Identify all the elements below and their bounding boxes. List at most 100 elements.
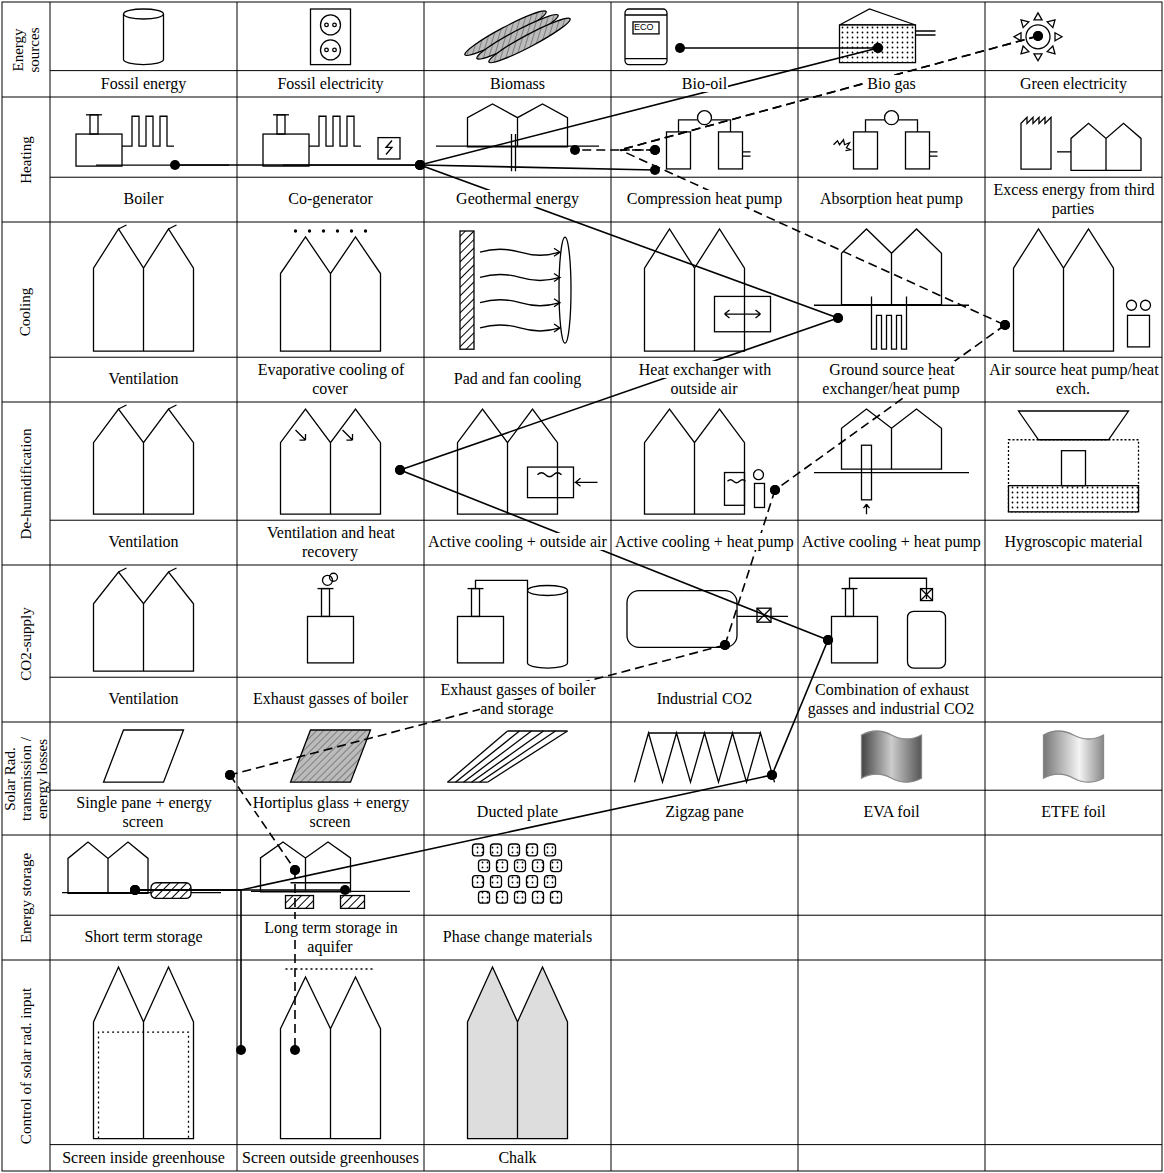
- cell-label: Co-generator: [287, 190, 373, 207]
- cell-label: Screen outside greenhouses: [241, 1149, 420, 1166]
- table-cell: Phase change materials: [424, 835, 611, 960]
- cell-icon: [94, 568, 194, 671]
- cell-icon: [645, 229, 771, 351]
- table-cell: Exhaust gasses of boiler and storage: [424, 565, 611, 722]
- connector: [400, 470, 828, 640]
- row-header: Control of solar rad. input: [2, 963, 50, 1168]
- cell-label: Air source heat pump/heat exch.: [988, 361, 1158, 396]
- table-cell: Fossil electricity: [237, 2, 424, 97]
- table-cell: Boiler: [50, 97, 237, 222]
- cell-label: Biomass: [489, 75, 546, 92]
- cell-icon: [458, 409, 598, 514]
- table-cell: Green electricity: [985, 2, 1162, 97]
- row-header: CO2-supply: [2, 568, 50, 719]
- joint-dot: [770, 485, 780, 495]
- joint-dot: [720, 640, 730, 650]
- cell-label: Long term storage in aquifer: [263, 919, 398, 954]
- connector: [620, 150, 1005, 325]
- table-cell: Active cooling + heat pump: [611, 402, 798, 565]
- cell-label: Active cooling + heat pump: [801, 533, 982, 550]
- joint-dot: [770, 485, 780, 495]
- table-cell: Screen outside greenhouses: [237, 960, 424, 1171]
- joint-dot: [1000, 320, 1010, 330]
- connector: [230, 645, 725, 775]
- cell-icon: [1014, 229, 1151, 351]
- table-cell: Single pane + energy screen: [50, 722, 237, 835]
- cell-icon: [311, 9, 351, 65]
- cell-label: Geothermal energy: [455, 190, 580, 207]
- joint-dot: [415, 160, 425, 170]
- joint-dot: [833, 313, 843, 323]
- cell-icon: [1009, 411, 1139, 512]
- table-cell: Pad and fan cooling: [424, 222, 611, 402]
- cell-icon: [94, 405, 194, 514]
- joint-dot: [720, 640, 730, 650]
- row-header: Solar Rad. transmission / energy losses: [2, 725, 50, 832]
- joint-dot: [1033, 31, 1043, 41]
- table-cell: Long term storage in aquifer: [237, 835, 424, 960]
- cell-label: Boiler: [123, 190, 165, 207]
- row-header: Cooling: [2, 225, 50, 399]
- cell-icon: [251, 842, 410, 908]
- cell-icon: [862, 731, 922, 782]
- cell-label: Absorption heat pump: [819, 190, 964, 207]
- cell-icon: [1044, 731, 1104, 782]
- table-cell: Ventilation: [50, 565, 237, 722]
- joint-dot: [873, 43, 883, 53]
- table-cell: Excess energy from third parties: [985, 97, 1162, 222]
- connector: [680, 47, 878, 49]
- joint-dot: [290, 865, 300, 875]
- cell-icon: [834, 111, 938, 169]
- table-cell: Absorption heat pump: [798, 97, 985, 222]
- table-cell: Ground source heat exchanger/heat pump: [798, 222, 985, 402]
- cell-icon: [263, 115, 416, 166]
- cell-icon: [436, 104, 599, 171]
- joint-dot: [675, 43, 685, 53]
- connector: [420, 48, 878, 165]
- cell-label: Heat exchanger with outside air: [638, 361, 771, 396]
- joint-dot: [767, 770, 777, 780]
- cell-icon: [645, 409, 765, 514]
- joint-dot: [873, 43, 883, 53]
- joint-dot: [823, 635, 833, 645]
- joint-dot: [1033, 31, 1043, 41]
- connector: [135, 775, 772, 890]
- joint-dot: [833, 313, 843, 323]
- joint-dot: [415, 160, 425, 170]
- connector: [575, 36, 1038, 150]
- cell-label: Ventilation: [107, 533, 179, 550]
- row-header: Heating: [2, 100, 50, 219]
- cell-label: Fossil energy: [100, 75, 187, 92]
- cell-label: Short term storage: [83, 928, 203, 945]
- table-cell: Fossil energy: [50, 2, 237, 97]
- table-cell: Co-generator: [237, 97, 424, 222]
- joint-dot: [130, 885, 140, 895]
- cell-icon: [814, 409, 969, 514]
- connector: [175, 164, 420, 166]
- joint-dot: [395, 465, 405, 475]
- cell-icon: [832, 578, 946, 668]
- joint-dot: [130, 885, 140, 895]
- table-cell: Ventilation: [50, 222, 237, 402]
- table-cell: Screen inside greenhouse: [50, 960, 237, 1171]
- cell-label: Active cooling + outside air: [427, 533, 608, 550]
- cell-label: Compression heat pump: [626, 190, 784, 207]
- table-cell: Ventilation: [50, 402, 237, 565]
- table-cell: Active cooling + outside air: [424, 402, 611, 565]
- barrel-text: ECO: [634, 23, 654, 32]
- connector: [725, 490, 775, 645]
- cell-label: ETFE foil: [1040, 803, 1106, 820]
- joint-dot: [1000, 320, 1010, 330]
- cell-label: Ventilation: [107, 690, 179, 707]
- cell-icon: [473, 844, 562, 903]
- cell-label: Zigzag pane: [664, 803, 745, 820]
- table-cell: Chalk: [424, 960, 611, 1171]
- table-cell: Combination of exhaust gasses and indust…: [798, 565, 985, 722]
- cell-label: Active cooling + heat pump: [614, 533, 795, 550]
- table-cell: Ducted plate: [424, 722, 611, 835]
- table-cell: Bio gas: [798, 2, 985, 97]
- cell-label: Chalk: [497, 1149, 537, 1166]
- joint-dot: [170, 160, 180, 170]
